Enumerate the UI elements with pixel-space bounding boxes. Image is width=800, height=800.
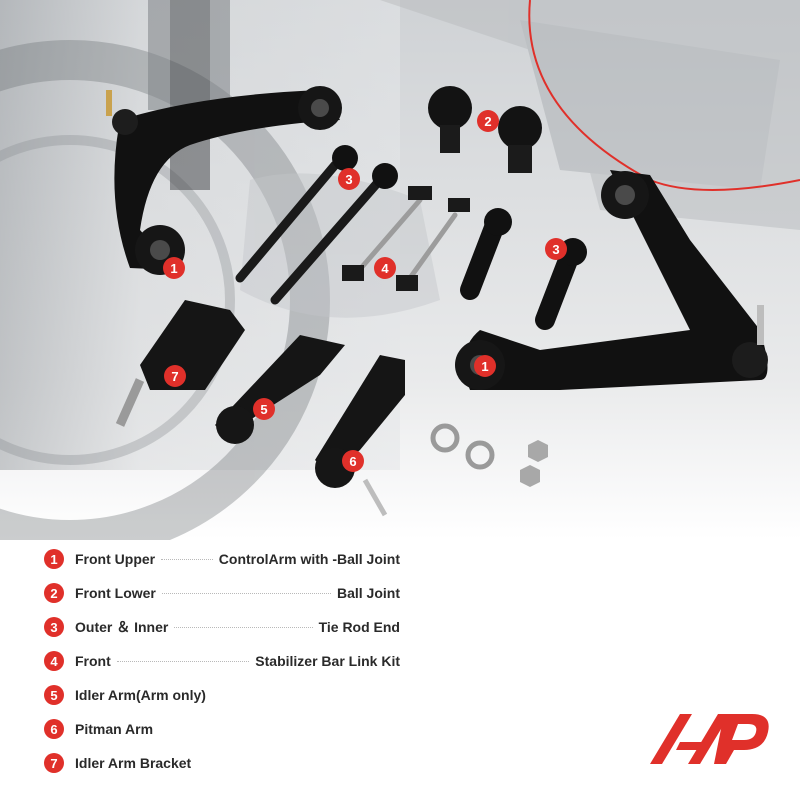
legend-leader-line xyxy=(116,660,250,662)
legend-item-5: 5 Idler Arm(Arm only) xyxy=(44,678,400,712)
legend-number-badge: 3 xyxy=(44,617,64,637)
legend-item-3: 3 Outer ＆ Inner Tie Rod End xyxy=(44,610,400,644)
legend-part-position: Outer ＆ Inner xyxy=(75,619,169,635)
tie-rod-ends-inner xyxy=(235,145,398,305)
callout-1-right: 1 xyxy=(474,355,496,377)
legend-part-position: Front xyxy=(75,653,111,669)
callout-7: 7 xyxy=(164,365,186,387)
callout-4: 4 xyxy=(374,257,396,279)
product-photo: 1 2 3 4 3 1 7 5 6 xyxy=(0,0,800,540)
legend-part-name: ControlArm with -Ball Joint xyxy=(218,551,400,567)
lower-ball-joints xyxy=(428,86,542,173)
callout-6-number: 6 xyxy=(349,454,356,469)
legend-part-name: Stabilizer Bar Link Kit xyxy=(255,653,400,669)
idler-arm xyxy=(215,335,345,444)
legend-number-badge: 4 xyxy=(44,651,64,671)
callout-7-number: 7 xyxy=(171,369,178,384)
legend-number-badge: 5 xyxy=(44,685,64,705)
legend-item-2: 2 Front Lower Ball Joint xyxy=(44,576,400,610)
legend-item-1: 1 Front Upper ControlArm with -Ball Join… xyxy=(44,542,400,576)
callout-2: 2 xyxy=(477,110,499,132)
callout-2-number: 2 xyxy=(484,114,491,129)
legend-part-position: Front Lower xyxy=(75,585,156,601)
legend-part-name: Tie Rod End xyxy=(318,619,400,635)
legend-part-name: Idler Arm(Arm only) xyxy=(75,687,206,703)
callout-1-right-number: 1 xyxy=(481,359,488,374)
stabilizer-links xyxy=(342,186,470,291)
legend-part-name: Ball Joint xyxy=(336,585,400,601)
idler-arm-bracket xyxy=(115,300,245,427)
legend-part-name: Pitman Arm xyxy=(75,721,154,737)
brand-logo xyxy=(650,714,769,764)
callout-3-right: 3 xyxy=(545,238,567,260)
callout-4-number: 4 xyxy=(381,261,389,276)
callout-5-number: 5 xyxy=(260,402,267,417)
legend-item-4: 4 Front Stabilizer Bar Link Kit xyxy=(44,644,400,678)
callout-1-left-number: 1 xyxy=(170,261,177,276)
legend-part-position: Front Upper xyxy=(75,551,156,567)
legend-item-7: 7 Idler Arm Bracket xyxy=(44,746,400,780)
callout-6: 6 xyxy=(342,450,364,472)
wheel-tire-background xyxy=(0,40,330,540)
callout-3-left-number: 3 xyxy=(345,172,352,187)
hardware-nuts-washers xyxy=(430,423,548,487)
legend-number-badge: 1 xyxy=(44,549,64,569)
legend-number-badge: 6 xyxy=(44,719,64,739)
legend-number-badge: 2 xyxy=(44,583,64,603)
legend-part-name: Idler Arm Bracket xyxy=(75,755,192,771)
coil-spring-background xyxy=(148,0,230,190)
parts-legend: 1 Front Upper ControlArm with -Ball Join… xyxy=(44,542,400,780)
upper-control-arm-right xyxy=(455,170,768,390)
callout-1-left: 1 xyxy=(163,257,185,279)
legend-leader-line xyxy=(161,558,213,560)
legend-item-6: 6 Pitman Arm xyxy=(44,712,400,746)
legend-leader-line xyxy=(174,626,313,628)
callout-3-right-number: 3 xyxy=(552,242,559,257)
callout-3-left: 3 xyxy=(338,168,360,190)
legend-number-badge: 7 xyxy=(44,753,64,773)
callout-5: 5 xyxy=(253,398,275,420)
legend-leader-line xyxy=(161,592,331,594)
